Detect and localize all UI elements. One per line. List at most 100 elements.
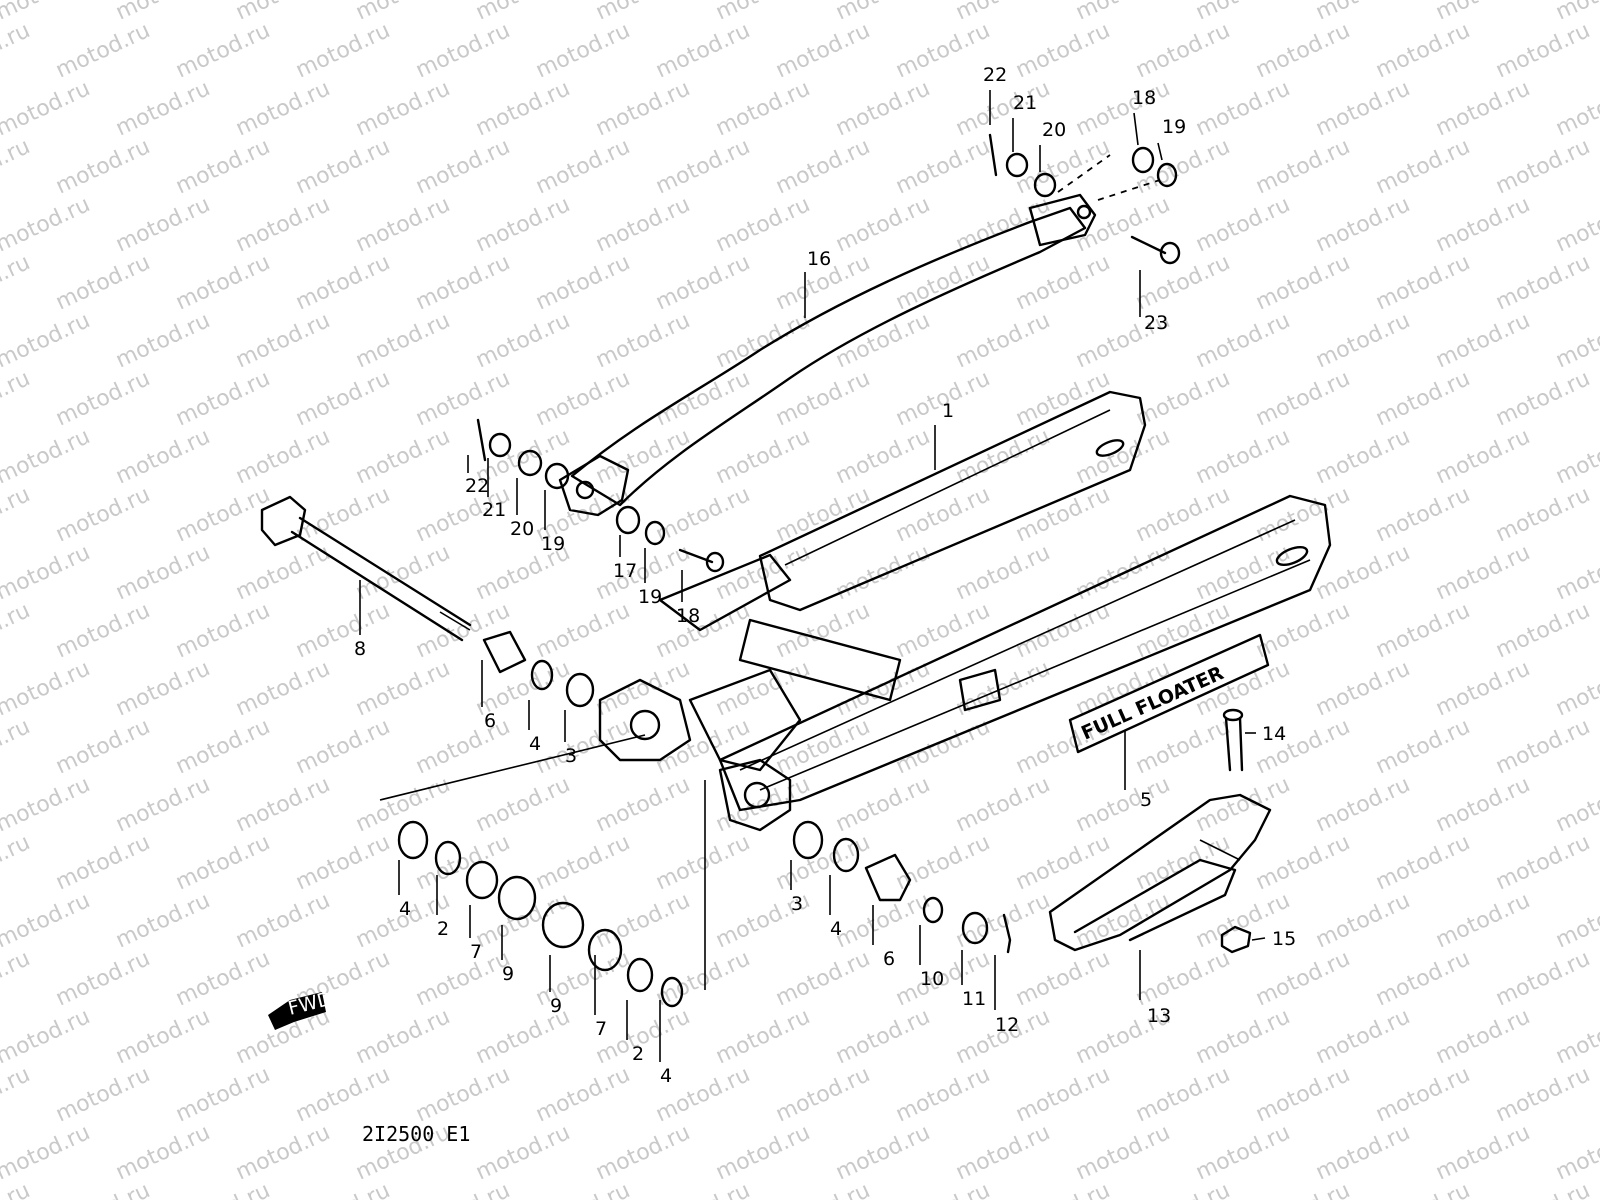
watermark-text: motod.ru (892, 1178, 994, 1200)
part-label-12: 12 (995, 1014, 1019, 1036)
watermark-text: motod.ru (1132, 250, 1234, 315)
watermark-text: motod.ru (412, 598, 514, 663)
watermark-text: motod.ru (592, 1120, 694, 1185)
leader-line (1133, 112, 1139, 146)
part-label-15: 15 (1272, 928, 1296, 950)
watermark-text: motod.ru (232, 308, 334, 373)
part-label-22: 22 (983, 64, 1007, 86)
watermark-text: motod.ru (1492, 714, 1594, 779)
watermark-text: motod.ru (172, 1178, 274, 1200)
watermark-text: motod.ru (1132, 1178, 1234, 1200)
part-label-23: 23 (1144, 312, 1168, 334)
chain-guide-part (1048, 793, 1272, 952)
part-label-14: 14 (1262, 723, 1286, 745)
part-label-13: 13 (1147, 1005, 1171, 1027)
part-number-labels: 1 2 2 3 3 4 4 4 4 5 6 6 7 7 8 9 9 10 11 … (354, 64, 1296, 1087)
watermark-text: motod.ru (592, 888, 694, 953)
part-label-21: 21 (1013, 92, 1037, 114)
watermark-text: motod.ru (0, 366, 34, 431)
watermark-text: motod.ru (52, 250, 154, 315)
watermark-text: motod.ru (1252, 482, 1354, 547)
watermark-text: motod.ru (1492, 482, 1594, 547)
watermark-text: motod.ru (232, 76, 334, 141)
watermark-text: motod.ru (0, 250, 34, 315)
watermark-text: motod.ru (532, 1062, 634, 1127)
watermark-text: motod.ru (832, 424, 934, 489)
watermark-text: motod.ru (232, 192, 334, 257)
watermark-text: motod.ru (232, 888, 334, 953)
watermark-text: motod.ru (412, 1178, 514, 1200)
watermark-text: motod.ru (952, 888, 1054, 953)
watermark-text: motod.ru (1072, 0, 1174, 25)
watermark-text: motod.ru (1012, 1178, 1114, 1200)
watermark-text: motod.ru (1252, 946, 1354, 1011)
watermark-text: motod.ru (412, 714, 514, 779)
watermark-text: motod.ru (352, 308, 454, 373)
watermark-text: motod.ru (472, 76, 574, 141)
watermark-text: motod.ru (1192, 772, 1294, 837)
watermark-text: motod.ru (1072, 424, 1174, 489)
watermark-text: motod.ru (0, 1062, 34, 1127)
watermark-text: motod.ru (292, 18, 394, 83)
watermark-text: motod.ru (1312, 1004, 1414, 1069)
watermark-text: motod.ru (1012, 250, 1114, 315)
part-label-2: 2 (632, 1043, 644, 1065)
drawing-code: 2I2500 E1 (362, 1122, 470, 1146)
watermark-text: motod.ru (52, 1062, 154, 1127)
watermark-text: motod.ru (1012, 18, 1114, 83)
watermark-text: motod.ru (1192, 0, 1294, 25)
watermark-text: motod.ru (292, 598, 394, 663)
watermark-text: motod.ru (832, 76, 934, 141)
watermark-text: motod.ru (472, 0, 574, 25)
watermark-text: motod.ru (0, 714, 34, 779)
watermark-text: motod.ru (952, 0, 1054, 25)
watermark-text: motod.ru (652, 366, 754, 431)
part-label-9: 9 (550, 995, 562, 1017)
watermark-text: motod.ru (1492, 830, 1594, 895)
watermark-text: motod.ru (1432, 656, 1534, 721)
watermark-text: motod.ru (352, 424, 454, 489)
watermark-text: motod.ru (772, 714, 874, 779)
watermark-text: motod.ru (712, 308, 814, 373)
watermark-text: motod.ru (1072, 192, 1174, 257)
watermark-text: motod.ru (652, 1178, 754, 1200)
watermark-text: motod.ru (292, 134, 394, 199)
watermark-text: motod.ru (592, 76, 694, 141)
watermark-text: motod.ru (1132, 134, 1234, 199)
watermark-text: motod.ru (592, 772, 694, 837)
watermark-text: motod.ru (652, 134, 754, 199)
part-label-3: 3 (791, 893, 803, 915)
watermark-text: motod.ru (712, 424, 814, 489)
watermark-text: motod.ru (832, 1120, 934, 1185)
watermark-text: motod.ru (532, 1178, 634, 1200)
watermark-text: motod.ru (292, 1062, 394, 1127)
leader-lines (359, 90, 1266, 1062)
watermark-text: motod.ru (772, 18, 874, 83)
watermark-text: motod.ru (532, 830, 634, 895)
watermark-text: motod.ru (352, 540, 454, 605)
upper-right-hardware (988, 133, 1181, 265)
watermark-text: motod.ru (52, 18, 154, 83)
chain-guide-nut-part (1220, 925, 1252, 954)
watermark-text: motod.ru (172, 830, 274, 895)
watermark-text: motod.ru (1252, 1178, 1354, 1200)
watermark-text: motod.ru (352, 0, 454, 25)
part-label-18: 18 (676, 605, 700, 627)
watermark-text: motod.ru (0, 76, 94, 141)
watermark-text: motod.ru (1432, 192, 1534, 257)
watermark-text: motod.ru (1312, 76, 1414, 141)
watermark-text: motod.ru (1552, 772, 1600, 837)
watermark-text: motod.ru (1192, 1004, 1294, 1069)
watermark-text: motod.ru (112, 1004, 214, 1069)
watermark-text: motod.ru (1132, 714, 1234, 779)
watermark-text: motod.ru (1132, 946, 1234, 1011)
watermark-text: motod.ru (1372, 18, 1474, 83)
watermark-text: motod.ru (112, 76, 214, 141)
watermark-text: motod.ru (1192, 192, 1294, 257)
watermark-text: motod.ru (232, 772, 334, 837)
watermark-text: motod.ru (1312, 656, 1414, 721)
watermark-text: motod.ru (112, 308, 214, 373)
part-label-1: 1 (942, 400, 954, 422)
watermark-text: motod.ru (652, 830, 754, 895)
